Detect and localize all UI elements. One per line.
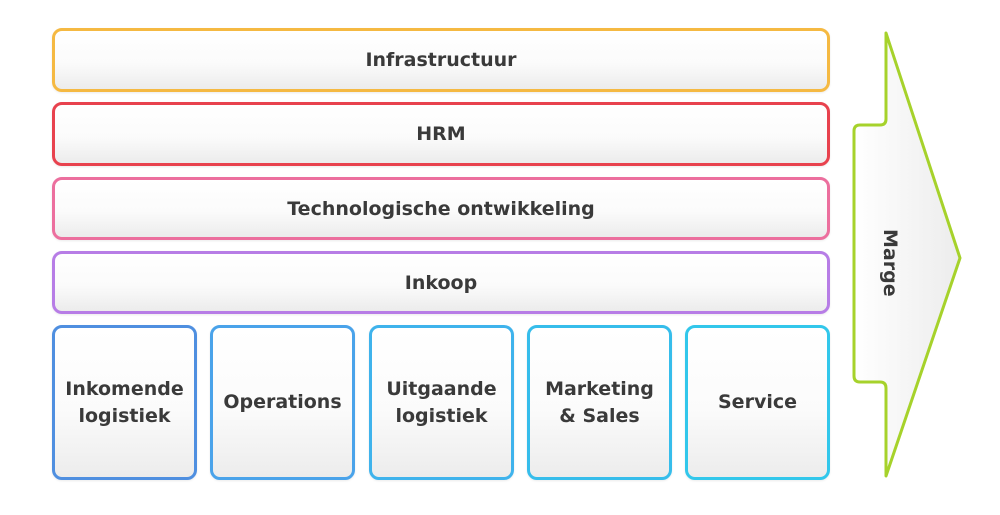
primary-label: Uitgaande logistiek bbox=[386, 377, 497, 427]
support-hrm: HRM bbox=[52, 102, 830, 166]
support-inkoop: Inkoop bbox=[52, 251, 830, 314]
support-label: HRM bbox=[416, 123, 466, 145]
primary-uitgaande-logistiek: Uitgaande logistiek bbox=[369, 325, 514, 480]
margin-label: Marge bbox=[879, 229, 901, 297]
primary-label: Operations bbox=[223, 391, 342, 413]
primary-inkomende-logistiek: Inkomende logistiek bbox=[52, 325, 197, 480]
support-infrastructuur: Infrastructuur bbox=[52, 28, 830, 92]
primary-marketing-sales: Marketing & Sales bbox=[527, 325, 672, 480]
primary-label: Service bbox=[718, 391, 797, 413]
primary-label: Marketing & Sales bbox=[545, 377, 654, 427]
support-label: Inkoop bbox=[404, 271, 478, 294]
primary-label: Inkomende logistiek bbox=[65, 377, 184, 427]
support-technologische-ontwikkeling: Technologische ontwikkeling bbox=[52, 177, 830, 240]
primary-operations: Operations bbox=[210, 325, 355, 480]
support-label: Infrastructuur bbox=[365, 49, 517, 71]
support-label: Technologische ontwikkeling bbox=[287, 197, 595, 220]
primary-service: Service bbox=[685, 325, 830, 480]
